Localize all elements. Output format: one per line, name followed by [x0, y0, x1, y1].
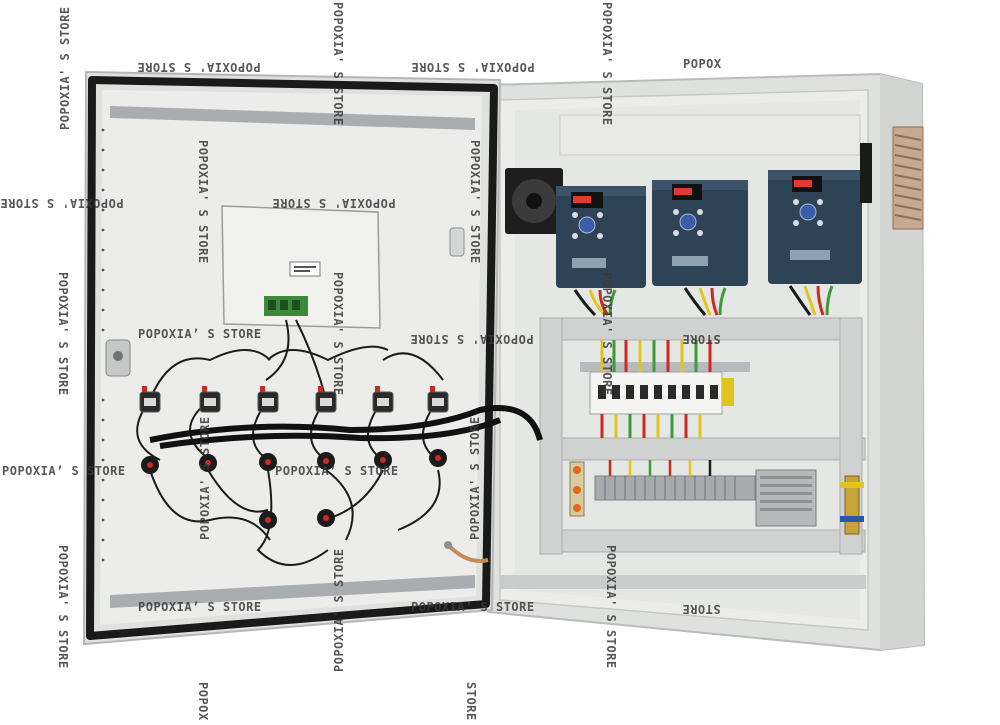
cabinet-door [82, 70, 502, 646]
watermark-vertical-col3-mid: POPOXIA' S STORE [600, 272, 614, 396]
inverter-1 [556, 186, 646, 288]
watermark-center-lower: POPOXIA’ S STORE [275, 464, 399, 478]
watermark-vertical-col2-bottom: POPOXIA' S STORE [332, 548, 346, 672]
watermark-vertical-col3-top: POPOXIA' S STORE [600, 2, 614, 126]
side-cable [860, 143, 872, 203]
watermark-center-mid: POPOXIA' S STORE [272, 196, 396, 210]
inverter-wiring [573, 285, 834, 317]
inverter-3 [768, 170, 862, 284]
door-latch [105, 339, 131, 377]
watermark-bottom-store: STORE [464, 682, 478, 721]
watermark-vertical-col2-top: POPOXIA' S STORE [331, 2, 345, 126]
watermark-left-vertical-mid: POPOXIA' S STORE [56, 272, 70, 396]
vent-louver [892, 126, 924, 230]
hmi-panel [221, 205, 381, 329]
watermark-vertical-col2-mid: POPOXIA' S STORE [331, 272, 345, 396]
breaker-wiring [600, 340, 712, 438]
cooling-fan [505, 168, 563, 234]
pilot-lights [141, 449, 447, 529]
cable-bundle [149, 405, 543, 449]
selector-switches [139, 386, 449, 413]
watermark-left-lower: POPOXIA’ S STORE [2, 464, 126, 478]
watermark-bottom-left: POPOXIA’ S STORE [138, 600, 262, 614]
bottom-rail [500, 575, 866, 589]
watermark-bottom-center: POPOXIA’ S STORE [411, 600, 535, 614]
power-supply [755, 469, 817, 527]
watermark-vertical-door-1: POPOXIA' S STORE [196, 140, 210, 264]
watermark-vertical-col3-bottom: POPOXIA' S STORE [604, 545, 618, 669]
door-hinge-dots [101, 128, 105, 562]
fuse-holders [569, 461, 585, 517]
watermark-top-right: POPOX [683, 57, 722, 71]
watermark-top-left: POPOXIA' S STORE [137, 60, 261, 74]
watermark-left-vertical-top: POPOXIA' S STORE [58, 6, 72, 130]
watermark-top-center: POPOXIA' S STORE [411, 60, 535, 74]
watermark-left-vertical-bottom: POPOXIA' S STORE [56, 545, 70, 669]
brass-terminal [840, 475, 864, 535]
inverter-2 [652, 180, 748, 286]
watermark-vertical-door-2: POPOXIA' S STORE [468, 140, 482, 264]
ground-strap [444, 541, 489, 563]
watermark-center-right: POPOXIA' S STORE [410, 332, 534, 346]
watermark-left-mid: POPOXIA' S STORE [0, 196, 124, 210]
watermark-vertical-door-4: POPOXIA' S STORE [468, 416, 482, 540]
wire-ducts [539, 317, 866, 555]
breaker-row [580, 362, 750, 415]
terminal-block-row [594, 460, 756, 501]
watermark-bottom-right: STORE [682, 602, 721, 616]
door-din-rails [110, 106, 475, 608]
watermark-bottom-popox: POPOX [196, 682, 210, 721]
watermark-center-left: POPOXIA’ S STORE [138, 327, 262, 341]
door-hinge-right [449, 227, 465, 257]
watermark-right-mid: STORE [682, 332, 721, 346]
watermark-vertical-door-3: POPOXIA' S STORE [198, 416, 212, 540]
